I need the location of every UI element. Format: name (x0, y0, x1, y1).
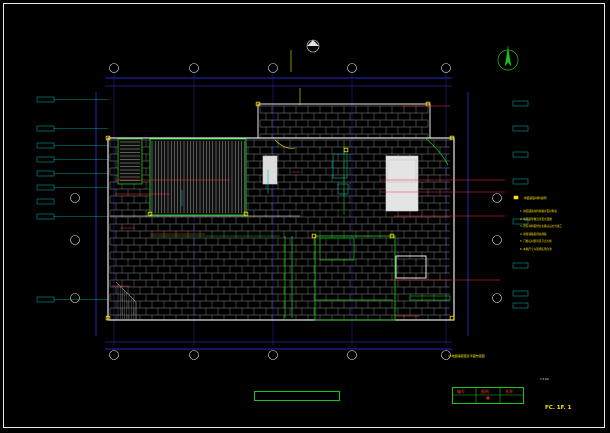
axis-bubble-top (109, 63, 119, 73)
callout-tag-left (36, 213, 55, 220)
structural-column (389, 233, 395, 239)
axis-bubble-bottom (189, 350, 199, 360)
sheet-caption: 1F地面铺装图及平面布置图 (448, 354, 485, 358)
note-line: 4. 地砖铺贴需预先排版 (520, 232, 547, 236)
callout-tag-right (512, 100, 529, 107)
callout-tag-right (512, 290, 529, 297)
axis-bubble-right (492, 193, 502, 203)
axis-bubble-top (189, 63, 199, 73)
callout-tag-left (36, 96, 55, 103)
legend-col-name: 名称 (505, 389, 513, 394)
tile-field-upper (259, 105, 429, 138)
partition-block-south (314, 235, 396, 321)
axis-bubble-top (441, 63, 451, 73)
door-swing-arc (424, 137, 449, 166)
stair-zone (117, 138, 143, 185)
north-arrow-icon (504, 47, 512, 67)
axis-bubble-right (492, 235, 502, 245)
callout-tag-left (36, 170, 55, 177)
notes-marker (513, 195, 519, 200)
structural-column (105, 135, 111, 141)
axis-bubble-bottom (441, 350, 451, 360)
callout-tag-left (36, 142, 55, 149)
legend-table: 编号 图例 名称 (452, 387, 524, 404)
callout-tag-right (512, 178, 529, 185)
structural-column (449, 315, 455, 321)
structural-column (105, 315, 111, 321)
callout-tag-left (36, 296, 55, 303)
structural-column (343, 147, 349, 153)
notes-header: 地面铺装材料说明 (524, 196, 547, 200)
note-line: 5. 门槛石材质详见节点大样 (520, 240, 552, 243)
scale-note: 1:100 (540, 377, 549, 381)
axis-bubble-bottom (347, 350, 357, 360)
axis-bubble-bottom (268, 350, 278, 360)
fixture-cyan (337, 183, 349, 195)
door-swing-arc (274, 139, 296, 149)
sheet-number: FC. 1F. 1 (545, 405, 572, 411)
legend-col-number: 编号 (457, 389, 465, 394)
structural-column (255, 101, 261, 107)
axis-bubble-left (70, 193, 80, 203)
axis-bubble-left (70, 235, 80, 245)
counter-strip (409, 295, 451, 301)
callout-tag-right (512, 302, 529, 309)
note-line: 2. 墙面装饰做法详见立面图 (520, 217, 552, 221)
wood-floor-zone (149, 138, 247, 216)
note-line: 3. 所有材料需经业主确认后方可施工 (520, 225, 563, 228)
axis-bubble-top (268, 63, 278, 73)
drawing-title-box (254, 391, 340, 401)
callout-tag-left (36, 156, 55, 163)
callout-tag-left (36, 125, 55, 132)
room-south-b (395, 255, 427, 279)
light-room-east-inner (387, 159, 417, 183)
axis-bubble-left (70, 293, 80, 303)
callout-tag-right (512, 125, 529, 132)
note-line: 1. 地面铺装材料规格详见材料表 (520, 210, 558, 213)
callout-tag-left (36, 198, 55, 205)
axis-bubble-top (347, 63, 357, 73)
fixture-cyan (332, 153, 348, 179)
structural-column (311, 233, 317, 239)
section-mark-icon (307, 40, 319, 46)
light-room-mid (262, 155, 278, 185)
legend-symbol-icon (486, 396, 490, 400)
callout-tag-left (36, 184, 55, 191)
ramp-edge (115, 281, 137, 320)
axis-bubble-bottom (109, 350, 119, 360)
structural-column (147, 211, 153, 217)
legend-col-symbol: 图例 (481, 389, 489, 394)
light-room-east (385, 155, 419, 212)
structural-column (243, 211, 249, 217)
callout-tag-right (512, 262, 529, 269)
axis-bubble-right (492, 293, 502, 303)
structural-column (449, 135, 455, 141)
callout-tag-right (512, 151, 529, 158)
room-south-a (319, 237, 355, 261)
note-line: 6. 本图尺寸以现场实测为准 (520, 247, 552, 251)
callout-tag-right (512, 218, 529, 225)
